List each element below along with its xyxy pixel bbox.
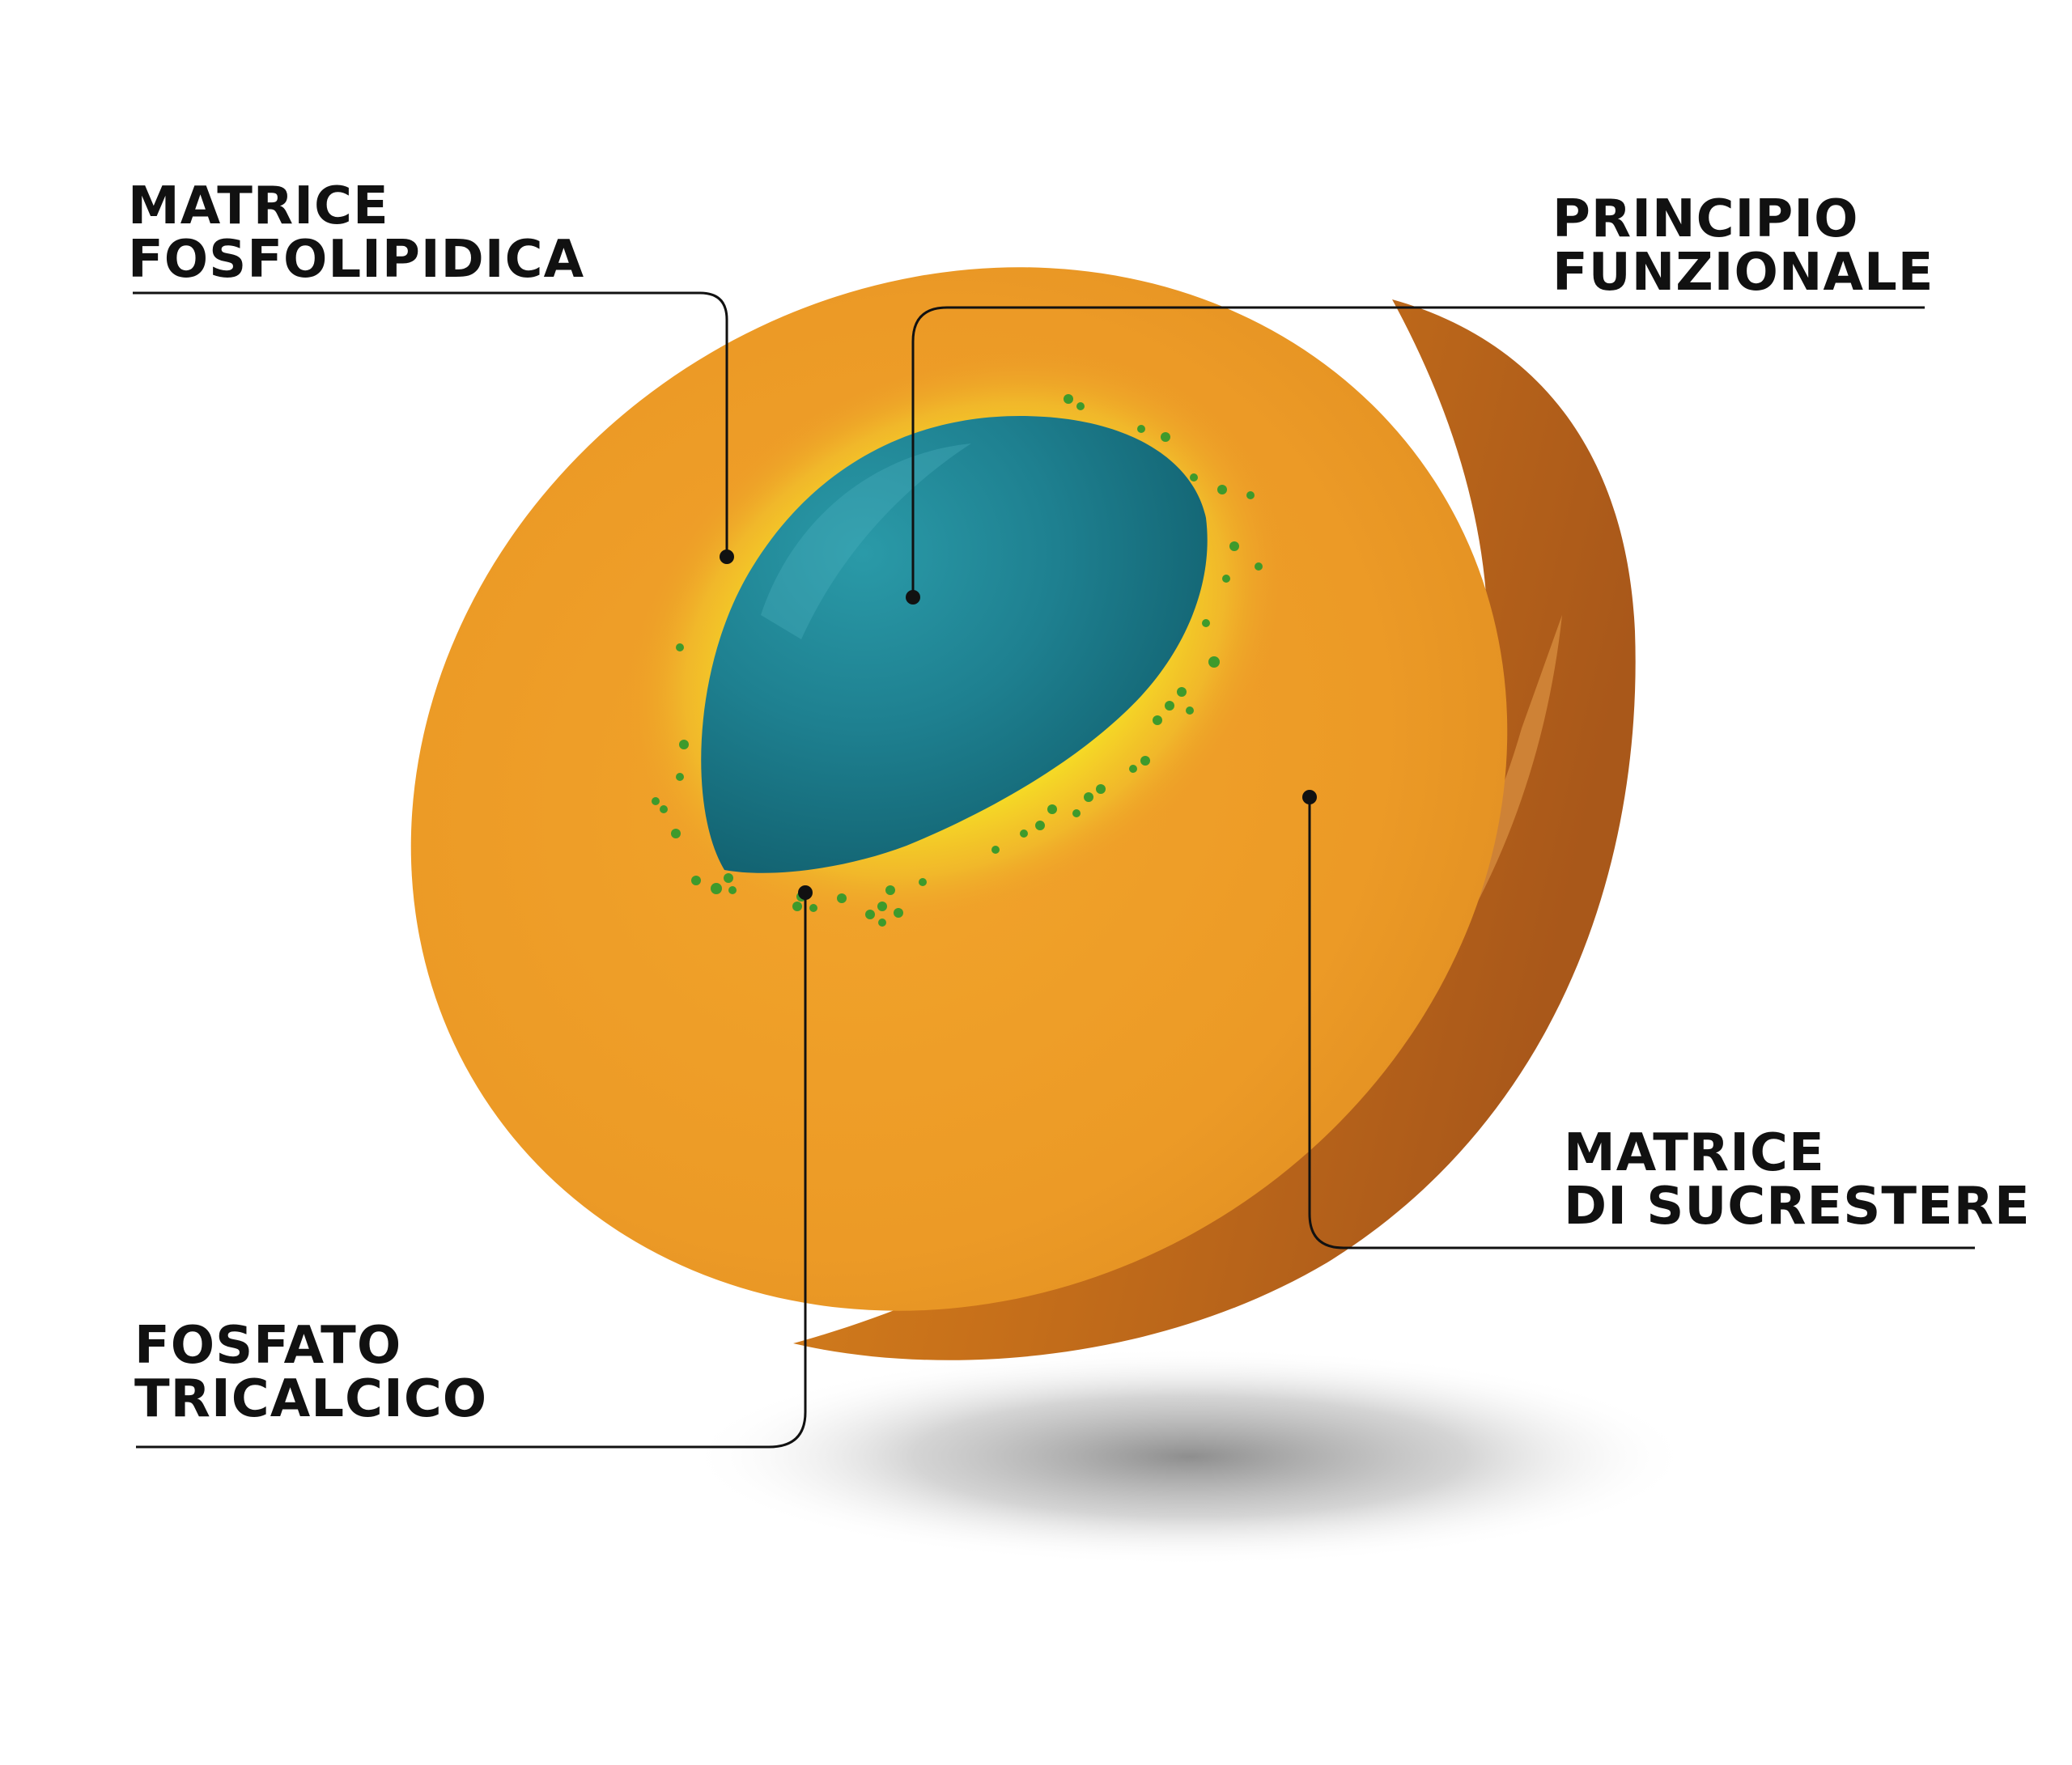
- label-active-ingredient: PRINCIPIO FUNZIONALE: [1552, 193, 1934, 299]
- teal-core: [701, 415, 1208, 873]
- shell-side: [793, 299, 1636, 1360]
- label-phospholipid-line2: FOSFOLIPIDICA: [128, 230, 585, 290]
- leader-dots: [720, 549, 1317, 900]
- label-active-line2: FUNZIONALE: [1552, 243, 1934, 303]
- label-sucrester-line2: DI SUCRESTERE: [1564, 1177, 2031, 1237]
- leader-line-phospholipid: [133, 291, 728, 557]
- label-sucrester-matrix: MATRICE DI SUCRESTERE: [1564, 1126, 2031, 1233]
- label-phospholipid-line1: MATRICE: [128, 176, 389, 236]
- label-phosphate-line1: FOSFATO: [134, 1316, 402, 1376]
- leader-lines: [133, 291, 1975, 1449]
- leader-line-active: [911, 306, 1925, 597]
- leader-line-phosphate: [136, 893, 807, 1449]
- leader-line-sucrester: [1308, 797, 1975, 1250]
- phosphate-particles: [652, 394, 1263, 927]
- label-sucrester-line1: MATRICE: [1564, 1123, 1825, 1183]
- label-phospholipid-matrix: MATRICE FOSFOLIPIDICA: [128, 180, 584, 286]
- core-highlight: [761, 443, 971, 639]
- label-phosphate-line2: TRICALCICO: [134, 1369, 488, 1429]
- label-tricalcium-phosphate: FOSFATO TRICALCICO: [134, 1319, 487, 1426]
- drop-shadow: [688, 1347, 1692, 1566]
- label-active-line1: PRINCIPIO: [1552, 189, 1859, 249]
